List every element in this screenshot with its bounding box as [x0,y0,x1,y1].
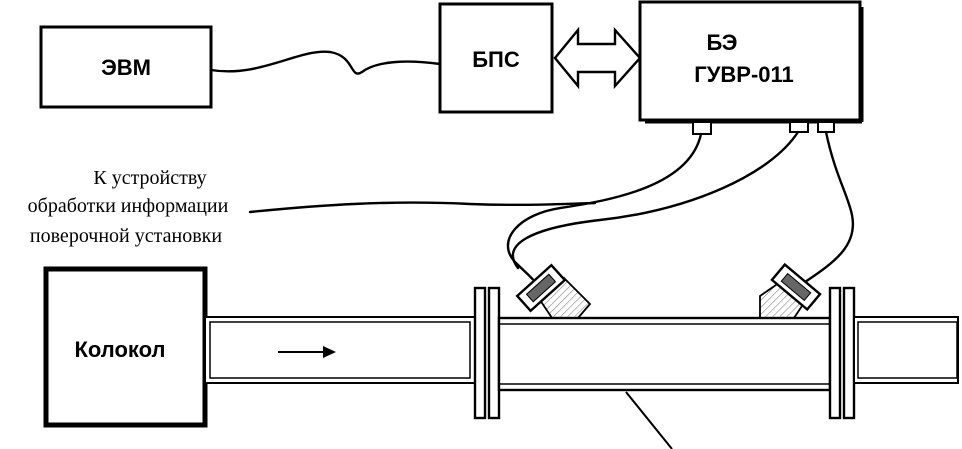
outlet-pipe [853,316,959,384]
connector-middle [789,121,809,133]
bps-label: БПС [472,47,520,72]
right-flange [828,286,856,420]
bps-block: БПС [438,2,554,114]
evm-bps-cable [209,50,442,75]
note-line1: К устройству [93,167,206,189]
note-line3: поверочной установки [30,225,222,247]
cable-middle-connector [511,130,800,270]
inlet-pipe [204,316,476,384]
flow-direction-arrow [278,346,336,358]
info-processing-note: К устройству обработки информации поверо… [28,167,229,247]
sensor-right [759,262,822,319]
left-flange [473,286,501,420]
evm-block: ЭВМ [39,25,213,109]
kolokol-label: Колокол [74,337,165,362]
cable-right-connector [803,130,855,284]
evm-label: ЭВМ [101,55,151,80]
be-label-line1: БЭ [707,30,738,55]
measurement-pipe-section [497,316,832,392]
be-guvr-block: БЭ ГУВР-011 [638,0,864,135]
connector-right [817,121,835,133]
sensor-left [515,263,592,319]
be-label-line2: ГУВР-011 [694,62,794,87]
kolokol-block: Колокол [43,266,208,428]
note-leader-wire [248,201,597,214]
connector-left [692,121,712,135]
bidirectional-arrow [553,26,642,90]
cable-left-connector [506,132,703,290]
pointer-leader-line [625,391,673,449]
note-line2: обработки информации [28,195,229,217]
